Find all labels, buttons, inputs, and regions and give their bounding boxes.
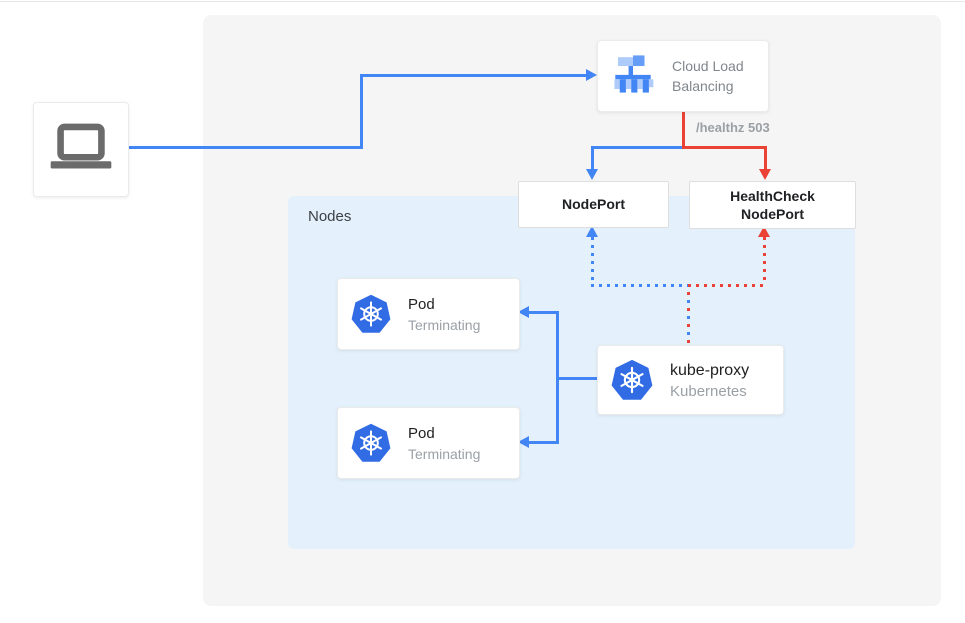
- healthcheck-nodeport-box: HealthCheck NodePort: [689, 181, 856, 229]
- arrowhead-dotted-into-nodeport: [586, 226, 598, 237]
- edge-kubeproxy-pods-v: [556, 311, 559, 444]
- edge-kubeproxy-nodeport-h: [591, 284, 688, 287]
- arrowhead-dotted-into-healthcheck: [758, 226, 770, 237]
- edge-kubeproxy-ports-v: [687, 284, 690, 345]
- arrowhead-into-healthcheck: [759, 169, 771, 180]
- nodeport-label: NodePort: [562, 196, 625, 213]
- kube-proxy-card: kube-proxy Kubernetes: [597, 345, 784, 415]
- laptop-icon: [50, 123, 112, 168]
- edge-to-pod-top-h: [528, 311, 558, 314]
- healthz-label: /healthz 503: [696, 120, 770, 135]
- pod-top-card: Pod Terminating: [337, 278, 520, 350]
- pod-top-subtitle: Terminating: [408, 316, 481, 333]
- pod-bottom-title: Pod: [408, 425, 435, 443]
- cloud-load-balancing-card: Cloud Load Balancing: [597, 40, 769, 112]
- nodeport-box: NodePort: [518, 181, 669, 228]
- top-border: [0, 1, 965, 2]
- edge-client-clb-h1: [127, 146, 362, 149]
- edge-kubeproxy-pods-h: [556, 377, 597, 380]
- load-balancer-icon: [610, 53, 656, 100]
- arrowhead-into-nodeport: [586, 169, 598, 180]
- kube-proxy-title: kube-proxy: [670, 361, 750, 379]
- edge-client-clb-v: [360, 74, 363, 149]
- nodes-label: Nodes: [308, 208, 352, 225]
- healthcheck-nodeport-label: HealthCheck NodePort: [730, 187, 815, 222]
- edge-kubeproxy-healthcheck-v: [763, 237, 766, 285]
- kubernetes-icon: [351, 423, 391, 463]
- edge-clb-healthcheck-v1: [682, 110, 685, 149]
- kubernetes-icon: [351, 294, 391, 334]
- arrowhead-into-pod-top: [518, 306, 529, 318]
- edge-clb-nodeport-h: [591, 146, 684, 149]
- kube-proxy-subtitle: Kubernetes: [670, 382, 747, 400]
- edge-clb-nodeport-v: [591, 146, 594, 171]
- arrowhead-into-clb: [586, 69, 597, 81]
- arrowhead-into-pod-bottom: [518, 436, 529, 448]
- clb-title: Cloud Load Balancing: [672, 57, 744, 94]
- edge-clb-healthcheck-h: [682, 146, 767, 149]
- pod-bottom-subtitle: Terminating: [408, 445, 481, 462]
- edge-client-clb-h2: [360, 74, 588, 77]
- pod-top-title: Pod: [408, 296, 435, 314]
- edge-kubeproxy-healthcheck-h: [688, 284, 766, 287]
- edge-clb-healthcheck-v2: [764, 146, 767, 171]
- pod-bottom-card: Pod Terminating: [337, 407, 520, 479]
- edge-to-pod-bottom-h: [528, 441, 558, 444]
- kubernetes-icon: [611, 359, 653, 401]
- edge-kubeproxy-nodeport-v: [591, 237, 594, 285]
- client-card: [33, 102, 129, 197]
